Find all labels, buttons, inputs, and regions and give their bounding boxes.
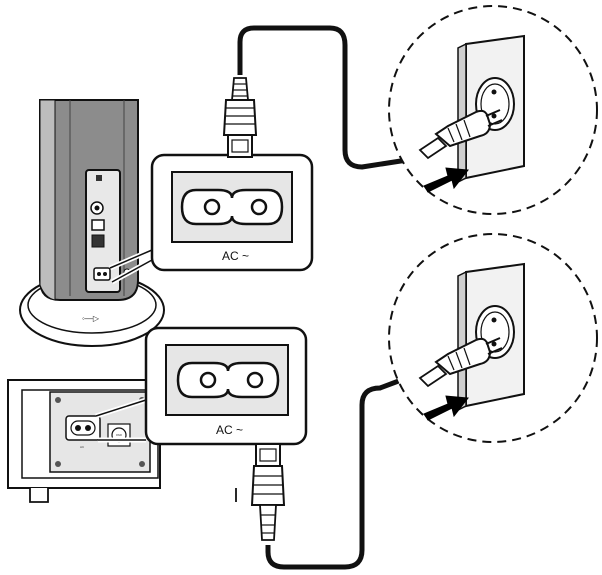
soundbar-power-cable: [237, 25, 421, 170]
soundbar-lock-icon: ◦—▷: [82, 314, 100, 323]
soundbar-rear-panel: [85, 169, 121, 293]
bottom-wall-outlet: [388, 233, 598, 443]
subwoofer-unit: AC PAIR: [7, 379, 237, 503]
subwoofer-ac-label: AC ~: [216, 423, 243, 437]
top-wall-outlet: [388, 5, 598, 215]
callout-lines: [95, 247, 154, 443]
subwoofer-iec-plug-icon: [250, 443, 286, 541]
soundbar-iec-plug-icon: [222, 77, 258, 158]
power-cord-plug-icon-2: [434, 337, 492, 376]
soundbar-ac-label: AC ~: [222, 249, 249, 263]
power-cord-plug-icon: [434, 109, 492, 148]
subwoofer-power-cable: [265, 370, 421, 570]
subwoofer-ac-callout: AC ~: [144, 326, 308, 446]
svg-text:PAIR: PAIR: [116, 433, 122, 437]
insert-arrow-icon-2: [423, 395, 469, 421]
insert-arrow-icon: [423, 167, 469, 193]
subwoofer-panel-label: AC: [80, 445, 85, 449]
soundbar-ac-socket: [180, 188, 284, 226]
soundbar-ac-callout: AC ~: [150, 153, 314, 272]
soundbar-unit: ◦—▷: [19, 99, 165, 347]
subwoofer-ac-socket-detail: [176, 361, 280, 399]
